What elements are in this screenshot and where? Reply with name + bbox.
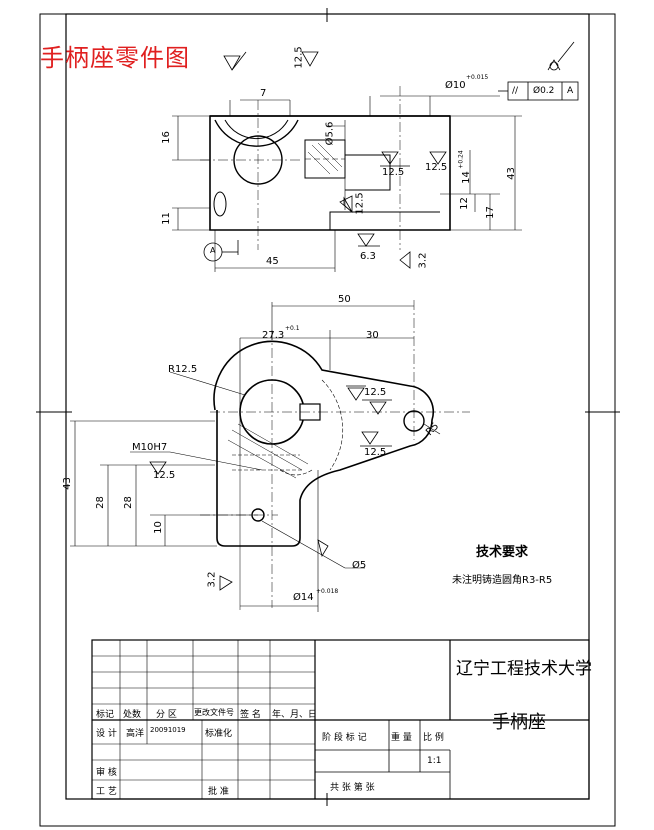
top-view: [70, 300, 470, 612]
tb-designer: 高洋: [126, 729, 145, 739]
roughness-top-2: 12.5: [364, 447, 387, 458]
tb-sheets: 共 张 第 张: [330, 783, 375, 793]
dim-phi5-6: Ø5.6: [324, 121, 336, 146]
roughness-symbols-top: [149, 385, 392, 591]
tb-date: 年、月、日: [272, 710, 318, 720]
part-name: 手柄座: [492, 712, 546, 733]
tb-design-label: 设 计: [96, 729, 117, 739]
roughness-front-1: 12.5: [293, 46, 305, 69]
tb-audit: 审 核: [96, 768, 117, 778]
gdt-symbol: //: [512, 86, 519, 96]
roughness-top-3: 12.5: [153, 470, 176, 481]
roughness-front-5: 6.3: [360, 251, 376, 262]
tb-stage: 阶 段 标 记: [322, 733, 367, 743]
dim-30: 30: [366, 330, 379, 341]
dim-50: 50: [338, 294, 351, 305]
roughness-top-1: 12.5: [364, 387, 387, 398]
dim-43-front: 43: [505, 167, 517, 180]
tb-count: 处数: [123, 710, 142, 720]
university-name: 辽宁工程技术大学: [456, 659, 592, 679]
tb-design-date: 20091019: [150, 726, 186, 734]
dim-phi5: Ø5: [352, 560, 367, 571]
dim-14-tol: +0.24: [457, 150, 465, 169]
dim-27-3: 27.3: [262, 330, 285, 341]
roughness-front-2: 12.5: [382, 167, 405, 178]
tb-process: 工 艺: [96, 787, 117, 797]
title-block: [91, 639, 590, 800]
tb-approve: 批 准: [208, 787, 229, 797]
tb-change-doc: 更改文件号: [194, 708, 234, 717]
tech-note: 未注明铸造圆角R3-R5: [452, 575, 553, 586]
roughness-front-6: 3.2: [417, 252, 429, 269]
roughness-top-4: 3.2: [206, 571, 218, 588]
tech-title: 技术要求: [476, 545, 529, 560]
tb-standard: 标准化: [205, 729, 233, 739]
dim-r12-5: R12.5: [168, 364, 198, 375]
dim-17: 17: [484, 206, 496, 219]
dim-7: 7: [260, 88, 267, 99]
tb-mark: 标记: [96, 710, 115, 720]
tb-weight: 重 量: [391, 733, 412, 743]
drawing-heading: 手柄座零件图: [40, 44, 190, 72]
dim-14: 14: [460, 171, 472, 184]
dim-m10h7: M10H7: [132, 442, 168, 453]
dim-phi10: Ø10: [445, 80, 466, 91]
dim-16: 16: [160, 131, 172, 144]
roughness-front-3: 12.5: [425, 162, 448, 173]
dim-28b: 28: [122, 496, 134, 509]
dim-11: 11: [160, 212, 172, 225]
front-view: [172, 81, 579, 272]
dim-45: 45: [266, 256, 279, 267]
roughness-symbols-front: [223, 41, 575, 269]
dim-12: 12: [458, 197, 470, 210]
dim-10: 10: [152, 521, 164, 534]
dim-43-top: 43: [61, 477, 73, 490]
datum-a-label: A: [210, 246, 216, 255]
tb-signature: 签 名: [240, 710, 261, 720]
tb-zone: 分 区: [156, 710, 177, 720]
dim-phi14: Ø14: [293, 592, 314, 603]
dim-phi10-tol: +0.015: [466, 74, 489, 81]
dim-phi14-tol: +0.018: [316, 588, 339, 595]
gdt-datum: A: [567, 86, 574, 96]
roughness-front-4: 12.5: [354, 192, 366, 215]
tb-scale-label: 比 例: [423, 733, 444, 743]
dim-28a: 28: [94, 496, 106, 509]
dim-27-3-tol: +0.1: [285, 325, 300, 332]
tb-scale: 1:1: [427, 756, 442, 766]
gdt-value: Ø0.2: [533, 86, 555, 96]
